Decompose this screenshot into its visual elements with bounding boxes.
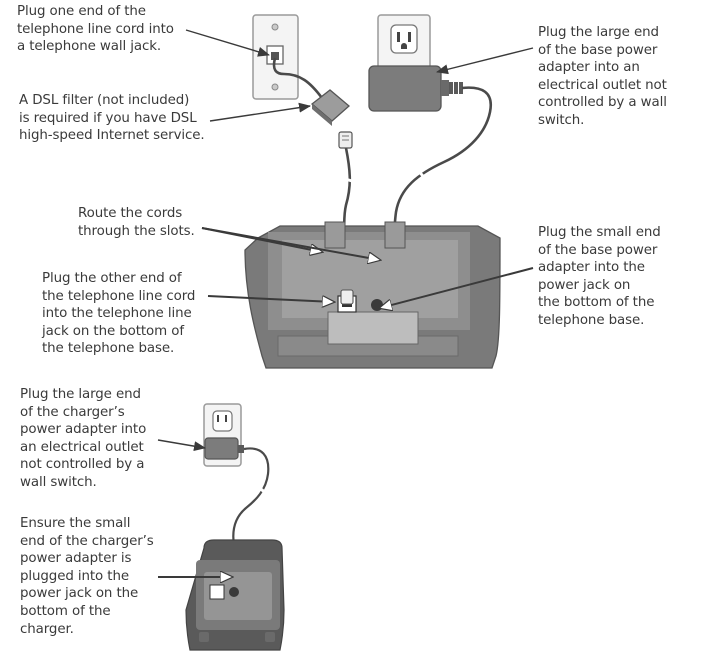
callout-base-power-jack: Plug the small end of the base power ada…: [538, 225, 661, 328]
base-power-adapter: [368, 65, 463, 112]
callout-route-cords: Route the cords through the slots.: [78, 206, 195, 239]
arrow-route-slot-2: [201, 227, 380, 260]
arrow-charger-outlet: [157, 439, 206, 452]
dsl-filter: [310, 89, 350, 126]
callout-line-jack: Plug the other end of the telephone line…: [42, 271, 196, 357]
charger: [185, 539, 285, 651]
arrow-line-jack: [207, 295, 334, 302]
rj11-plug: [338, 131, 353, 149]
arrow-wall-jack: [185, 29, 270, 57]
callout-charger-power-jack: Ensure the small end of the charger’s po…: [20, 516, 154, 637]
callout-dsl-filter: A DSL filter (not included) is required …: [19, 93, 205, 144]
arrow-base-power-jack: [380, 267, 534, 308]
line-cord-plug-in-base: [340, 289, 354, 305]
arrow-dsl-filter: [209, 102, 311, 122]
callout-base-adapter-outlet: Plug the large end of the base power ada…: [538, 25, 667, 128]
charger-power-adapter: [204, 437, 244, 460]
callout-wall-jack: Plug one end of the telephone line cord …: [17, 4, 174, 55]
telephone-line-cord: [272, 57, 324, 99]
callout-charger-outlet: Plug the large end of the charger’s powe…: [20, 387, 147, 490]
arrow-base-outlet: [436, 47, 534, 75]
telephone-wall-jack: [252, 14, 299, 100]
